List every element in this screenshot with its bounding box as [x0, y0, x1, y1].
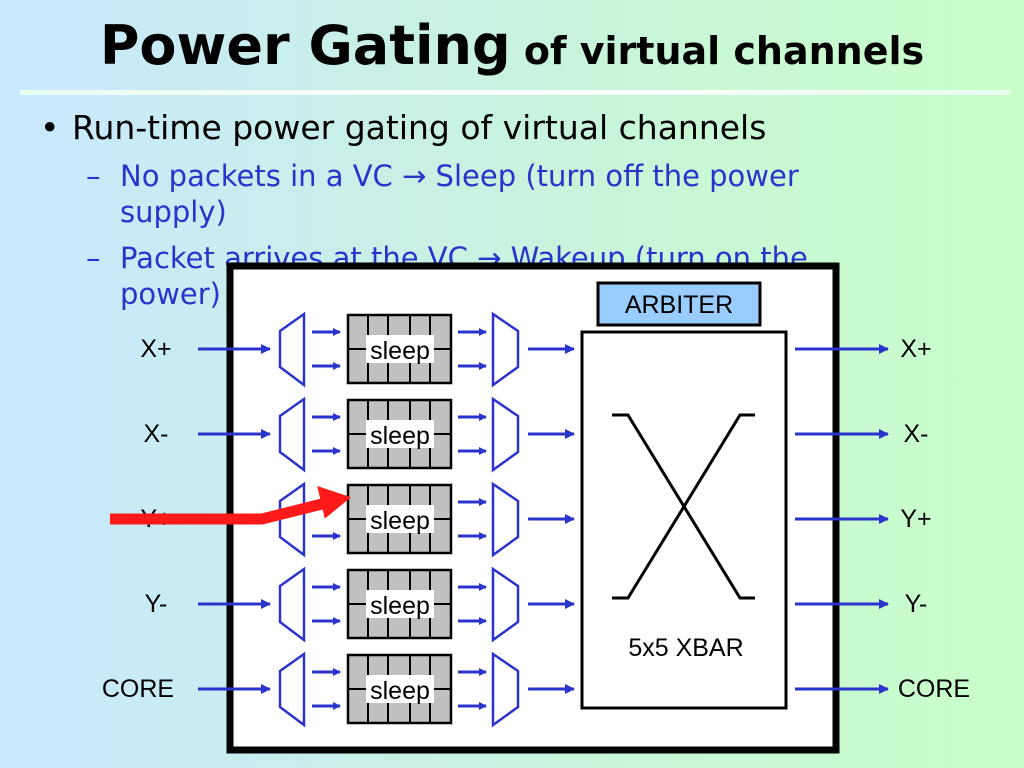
xbar-box — [580, 330, 788, 710]
demux-shape — [278, 311, 306, 388]
xbar-cross-icon — [612, 413, 755, 600]
input-port-label: X+ — [140, 335, 171, 363]
sleep-label-bg — [366, 590, 434, 618]
mux-shape — [491, 481, 520, 558]
title-rest: of virtual channels — [510, 29, 925, 73]
sleep-label-bg — [366, 675, 434, 703]
mux-shape — [491, 396, 520, 473]
output-port-label: X- — [904, 420, 929, 448]
input-port-label: Y- — [145, 590, 168, 618]
dash: – — [86, 159, 101, 193]
sub2-line2: power) — [120, 277, 221, 311]
sleep-label: sleep — [370, 337, 430, 365]
output-port-label: Y- — [905, 590, 928, 618]
arbiter-box — [596, 281, 762, 327]
input-port-label: CORE — [102, 675, 174, 703]
sleep-label-bg — [366, 420, 434, 448]
title-underline — [20, 90, 1010, 95]
sleep-label: sleep — [370, 507, 430, 535]
title-main: Power Gating — [99, 14, 511, 77]
mux-shape — [491, 651, 520, 728]
output-port-label: CORE — [898, 675, 970, 703]
mux-shape — [491, 566, 520, 643]
sub-bullet-sleep: –No packets in a VC → Sleep (turn off th… — [86, 158, 799, 230]
bullet-item: • Run-time power gating of virtual channe… — [40, 108, 766, 147]
dash: – — [86, 241, 101, 275]
demux-shape — [278, 481, 306, 558]
sub1-line2: supply) — [120, 195, 227, 229]
incoming-packet-arrow — [110, 485, 352, 525]
demux-shape — [278, 651, 306, 728]
output-port-label: Y+ — [900, 505, 931, 533]
sleep-label: sleep — [370, 422, 430, 450]
sleep-label: sleep — [370, 677, 430, 705]
bullet-text: Run-time power gating of virtual channel… — [72, 108, 767, 147]
arbiter-label: ARBITER — [625, 291, 733, 319]
sleep-label: sleep — [370, 592, 430, 620]
sleep-label-bg — [366, 335, 434, 363]
sub1-line1: No packets in a VC → Sleep (turn off the… — [120, 159, 799, 193]
output-port-label: X+ — [900, 335, 931, 363]
xbar-label: 5x5 XBAR — [628, 634, 743, 662]
demux-shape — [278, 566, 306, 643]
demux-shape — [278, 396, 306, 473]
mux-shape — [491, 311, 520, 388]
slide-title: Power Gating of virtual channels — [0, 14, 1024, 77]
input-port-label: X- — [144, 420, 169, 448]
bullet-dot: • — [40, 108, 60, 147]
sleep-label-bg — [366, 505, 434, 533]
